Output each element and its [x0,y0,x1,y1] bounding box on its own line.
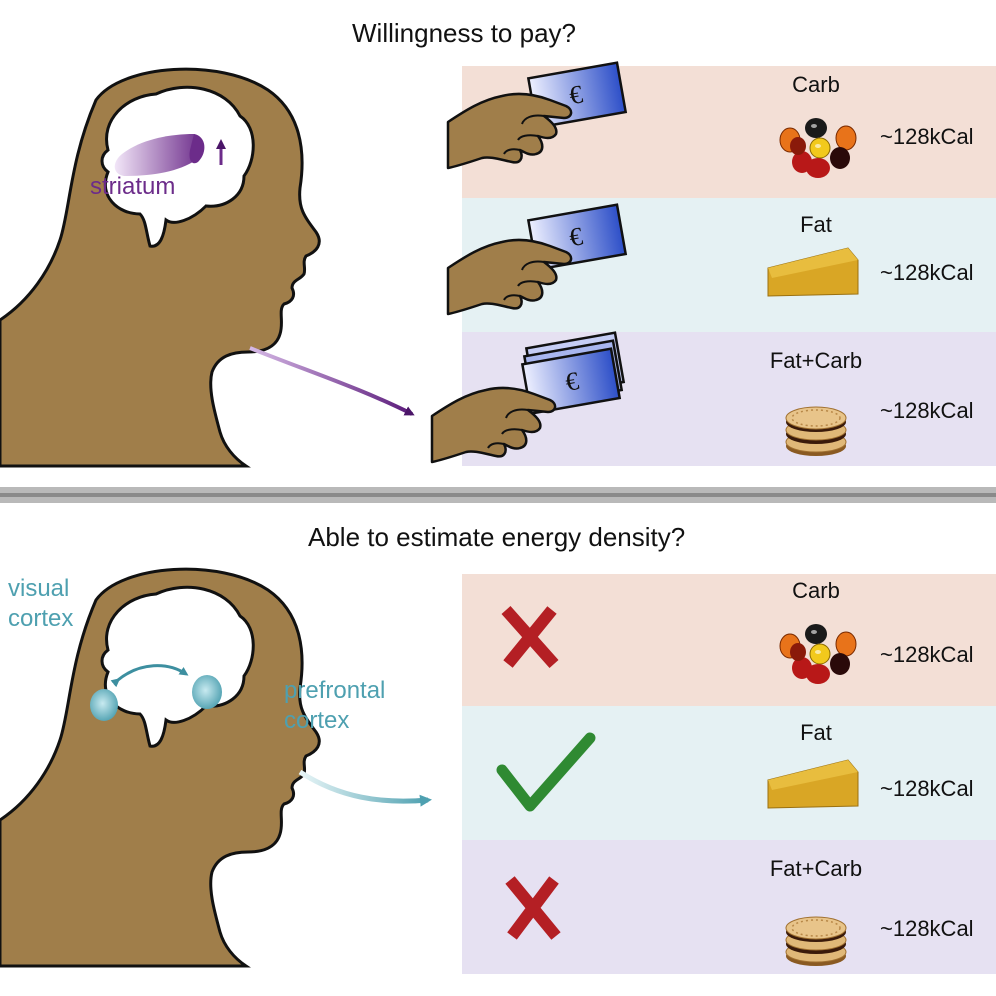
food-label-fatcarb-2: Fat+Carb [769,856,863,881]
row-fatcarb-bg-2 [462,840,996,974]
svg-text:€: € [563,366,581,397]
energy-label-fatcarb: ~128kCal [880,398,974,423]
svg-text:€: € [567,221,585,252]
euro-bills-stack-icon: € [520,331,626,416]
row-fat-bg-2 [462,706,996,840]
bidirectional-arrow-icon [110,664,189,688]
striatum-shape [114,134,203,176]
food-label-carb-2: Carb [792,578,840,603]
euro-symbol: € [567,79,585,110]
hand-bill-fatcarb: € [430,331,626,464]
prefrontal-cortex-label: prefrontal cortex [284,677,386,734]
energy-label-carb-2: ~128kCal [880,642,974,667]
visual-cortex-label: visual cortex [8,575,74,632]
energy-label-fatcarb-2: ~128kCal [880,916,974,941]
cookies-icon-2 [785,916,847,967]
striatum-label: striatum [90,173,176,200]
food-label-fat: Fat [800,212,832,237]
row-carb-bg-2 [462,574,996,706]
food-label-fat-2: Fat [800,720,832,745]
top-title: Willingness to pay? [352,18,576,48]
head-icon-2 [0,567,321,968]
cross-icon [501,606,559,668]
visual-cortex-blob [90,689,118,721]
energy-label-fat-2: ~128kCal [880,776,974,801]
hand-bill-fat: € [446,203,628,316]
food-label-carb: Carb [792,72,840,97]
cookies-icon [785,406,847,457]
bottom-title: Able to estimate energy density? [308,522,686,552]
check-icon [496,732,596,812]
arrow-icon-2 [298,769,432,807]
energy-label-fat: ~128kCal [880,260,974,285]
hand-bill-carb: € [446,61,628,170]
food-label-fatcarb: Fat+Carb [769,348,863,373]
head-icon [0,67,321,468]
cross-icon [505,876,561,940]
arrow-icon [249,346,415,416]
energy-label-carb: ~128kCal [880,124,974,149]
prefrontal-cortex-blob [192,675,222,709]
